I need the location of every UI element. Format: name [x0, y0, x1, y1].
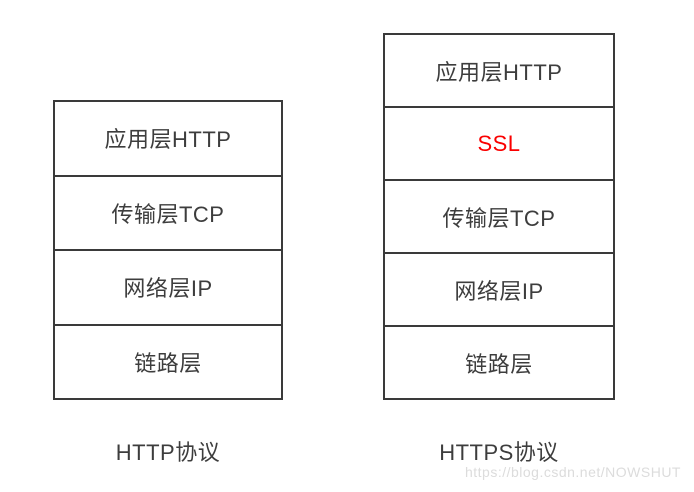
https-layer-ssl: SSL	[385, 108, 613, 181]
layer-label: 网络层IP	[123, 276, 213, 302]
layer-label: 网络层IP	[454, 278, 544, 304]
http-protocol-stack: 应用层HTTP 传输层TCP 网络层IP 链路层	[53, 100, 283, 400]
https-layer-transport: 传输层TCP	[385, 181, 613, 254]
layer-label: 应用层HTTP	[104, 127, 232, 153]
http-layer-transport: 传输层TCP	[55, 177, 281, 251]
layer-label: 链路层	[134, 350, 202, 376]
https-stack-caption: HTTPS协议	[439, 440, 559, 465]
https-layer-application: 应用层HTTP	[385, 35, 613, 108]
https-layer-link: 链路层	[385, 327, 613, 398]
layer-label-ssl: SSL	[477, 130, 521, 156]
https-layer-network: 网络层IP	[385, 254, 613, 327]
http-layer-network: 网络层IP	[55, 251, 281, 326]
layer-label: 链路层	[465, 351, 533, 377]
http-stack-caption: HTTP协议	[115, 440, 221, 465]
http-layer-link: 链路层	[55, 326, 281, 399]
layer-label: 应用层HTTP	[435, 59, 563, 85]
https-protocol-stack: 应用层HTTP SSL 传输层TCP 网络层IP 链路层	[383, 33, 615, 400]
layer-label: 传输层TCP	[442, 205, 556, 231]
http-layer-application: 应用层HTTP	[55, 102, 281, 177]
layer-label: 传输层TCP	[111, 201, 225, 227]
csdn-watermark: https://blog.csdn.net/NOWSHUT	[464, 464, 681, 480]
